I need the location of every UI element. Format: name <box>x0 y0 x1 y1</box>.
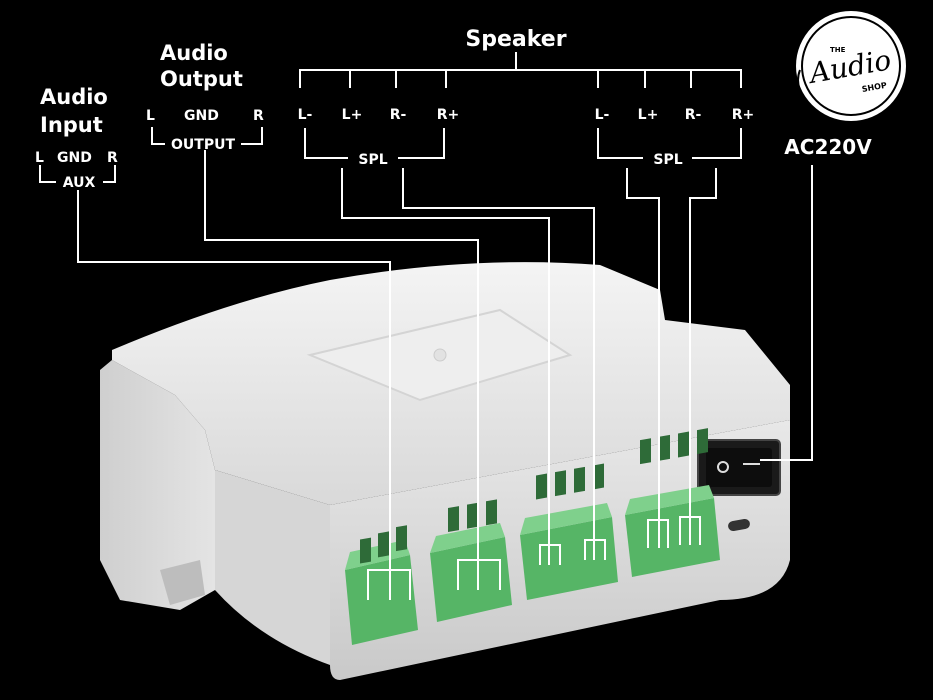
terminal-block-aux[interactable] <box>345 525 418 645</box>
device-front-corner <box>215 470 330 665</box>
pin-label: R- <box>685 107 702 123</box>
ac-label: AC220V <box>784 135 872 159</box>
spl-right-route-a <box>626 168 660 548</box>
aux-gnd-label: GND <box>57 150 92 166</box>
aux-route <box>77 190 391 600</box>
audio-shop-logo: THE Audio SHOP <box>796 11 906 121</box>
svg-text:Audio: Audio <box>160 41 228 65</box>
device-left-side <box>100 360 215 610</box>
output-l-label: L <box>146 108 155 124</box>
mounting-tab <box>160 560 205 605</box>
output-r-label: R <box>253 108 264 124</box>
spl-left-label: SPL <box>358 152 387 168</box>
vent-slot <box>728 518 750 532</box>
svg-text:SHOP: SHOP <box>861 81 887 94</box>
spl-left-bracket <box>304 128 348 159</box>
svg-text:Input: Input <box>40 113 103 137</box>
spl-right-bracket <box>597 128 643 159</box>
speaker-left-pins: L- L+ R- R+ SPL <box>298 107 460 168</box>
spl-right-label: SPL <box>653 152 682 168</box>
svg-text:Audio: Audio <box>40 85 108 109</box>
switch-off-mark <box>717 461 729 473</box>
pin-label: R- <box>390 107 407 123</box>
speaker-bracket <box>299 69 742 88</box>
pin-label: L+ <box>638 107 659 123</box>
spl-right-route-b <box>689 168 717 545</box>
spl-left-route-b <box>402 168 595 560</box>
device-lid-button <box>433 348 447 362</box>
aux-r-label: R <box>107 150 118 166</box>
terminal-block-output[interactable] <box>430 499 512 622</box>
spl-left-route-a <box>341 168 550 565</box>
output-route <box>204 150 479 590</box>
aux-group-label: AUX <box>63 175 96 191</box>
pin-label: R+ <box>732 107 755 123</box>
power-switch[interactable] <box>697 439 781 496</box>
audio-output-label: Audio Output L GND R OUTPUT <box>146 41 264 153</box>
pin-label: L- <box>595 107 610 123</box>
ac-route <box>760 165 813 461</box>
speaker-label: Speaker <box>465 27 566 52</box>
aux-l-label: L <box>35 150 44 166</box>
pin-label: R+ <box>437 107 460 123</box>
svg-text:THE: THE <box>830 46 846 54</box>
svg-text:Output: Output <box>160 67 243 91</box>
pin-label: L+ <box>342 107 363 123</box>
pin-label: L- <box>298 107 313 123</box>
output-gnd-label: GND <box>184 108 219 124</box>
speaker-right-pins: L- L+ R- R+ SPL <box>595 107 755 168</box>
output-group-label: OUTPUT <box>171 137 235 153</box>
audio-input-label: Audio Input L GND R AUX <box>35 85 118 191</box>
wiring-lines <box>39 52 813 600</box>
